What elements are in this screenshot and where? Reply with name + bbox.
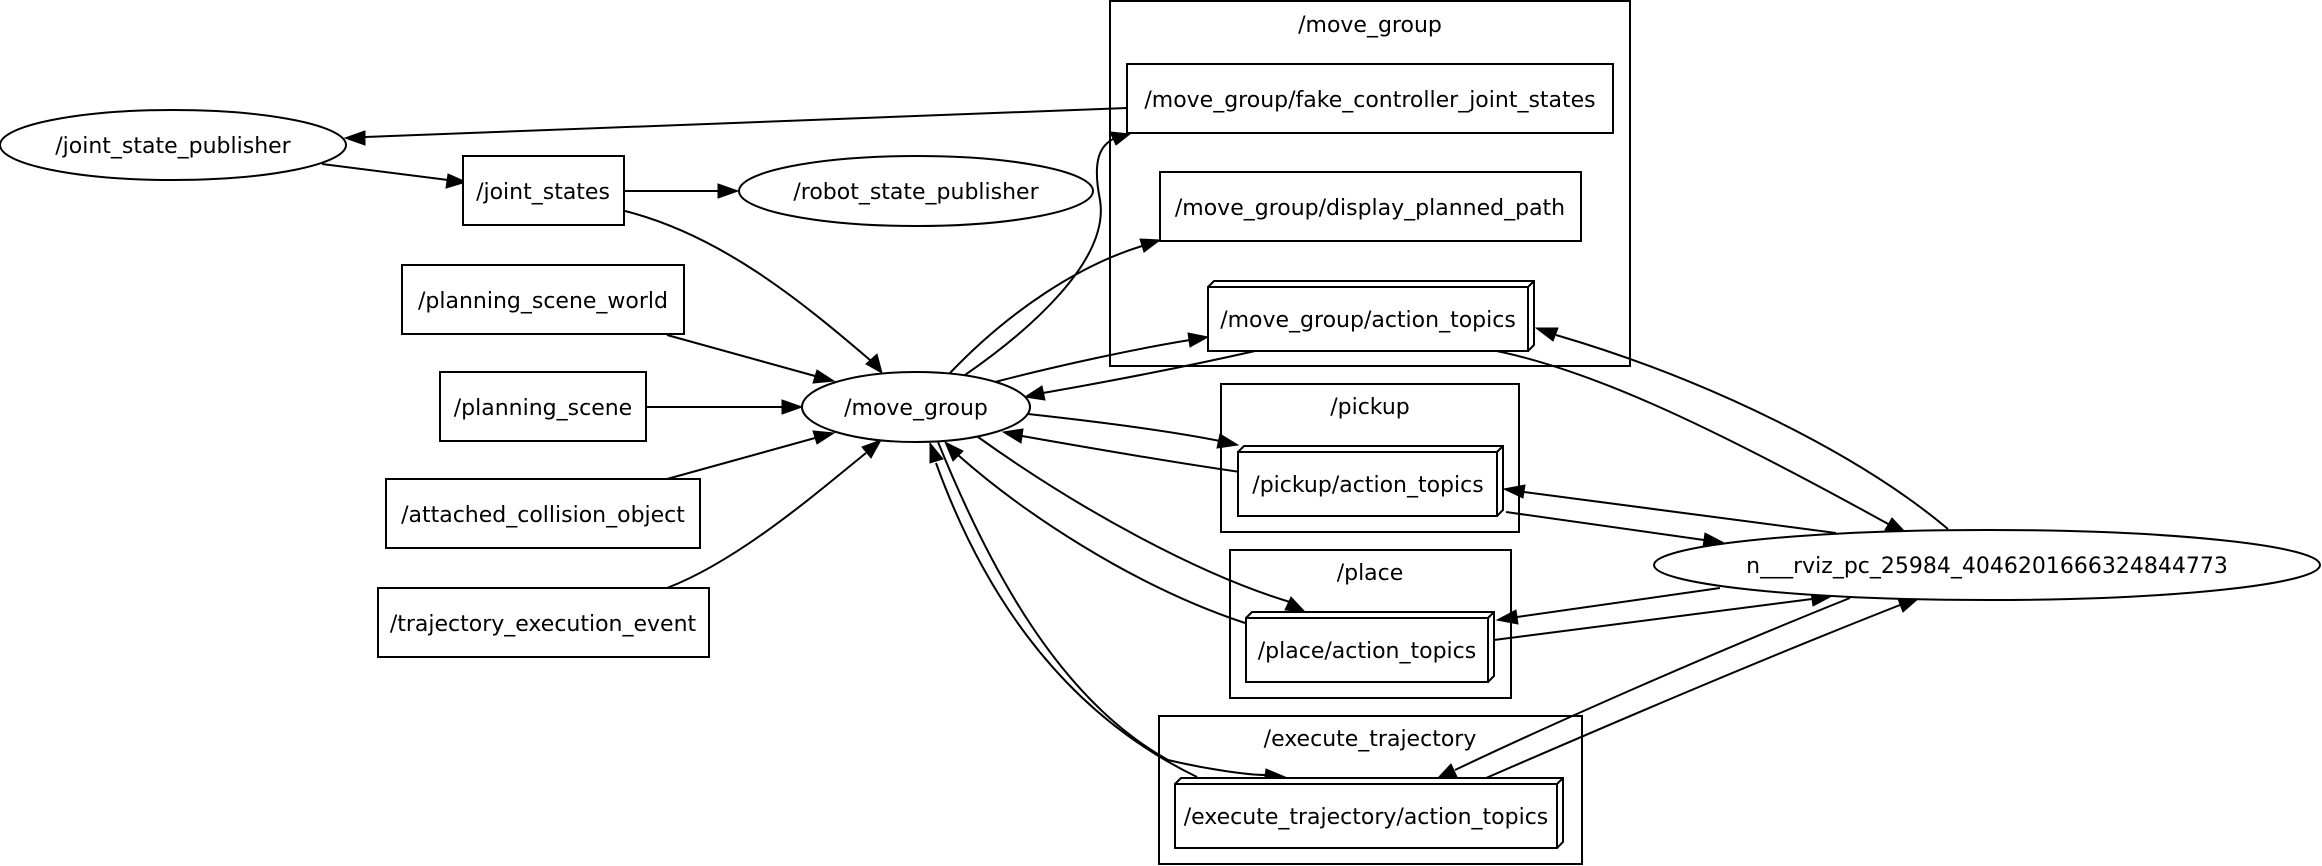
edge-joint-states-to-robot-state-publisher [625, 183, 740, 199]
edge-joint-state-publisher-to-joint-states [321, 163, 468, 189]
edge-move-group-to-pickup-action-topics [1027, 413, 1240, 449]
cluster-place: /place [1229, 549, 1512, 699]
edge-move-group-to-execute-trajectory-action-topics [937, 441, 1287, 784]
node-rviz-label: n___rviz_pc_25984_4046201666324844773 [1746, 554, 2228, 579]
edge-move-group-action-topics-to-move-group [1023, 350, 1256, 401]
edge-planning-scene-to-move-group [647, 399, 804, 415]
cluster-move-group: /move_group [1109, 0, 1631, 367]
edge-attached-collision-object-to-move-group [666, 430, 836, 480]
node-rviz[interactable]: n___rviz_pc_25984_4046201666324844773 [1653, 529, 2321, 601]
edge-execute-trajectory-action-topics-to-rviz [1485, 597, 1921, 779]
node-display-planned-path-label: /move_group/display_planned_path [1175, 196, 1565, 221]
node-joint-state-publisher[interactable]: /joint_state_publisher [0, 109, 347, 181]
cluster-execute-trajectory-label: /execute_trajectory [1264, 727, 1477, 752]
edge-pickup-action-topics-to-move-group [1001, 428, 1241, 473]
edge-execute-trajectory-action-topics-to-move-group [929, 441, 1198, 778]
node-move-group-action-topics-label: /move_group/action_topics [1220, 308, 1516, 333]
node-joint-state-publisher-label: /joint_state_publisher [55, 134, 291, 159]
node-pickup-action-topics-label: /pickup/action_topics [1252, 473, 1483, 498]
edge-pickup-action-topics-to-rviz [1505, 511, 1726, 548]
node-planning-scene-world-label: /planning_scene_world [418, 289, 668, 314]
cluster-move-group-label: /move_group [1298, 13, 1442, 38]
edge-trajectory-execution-event-to-move-group [666, 439, 883, 589]
edge-planning-scene-world-to-move-group [666, 334, 836, 384]
node-planning-scene[interactable]: /planning_scene [439, 371, 647, 442]
node-execute-trajectory-action-topics-label: /execute_trajectory/action_topics [1184, 805, 1549, 830]
edge-rviz-to-place-action-topics [1495, 587, 1721, 625]
node-planning-scene-world[interactable]: /planning_scene_world [401, 264, 685, 335]
node-move-group-action-topics[interactable]: /move_group/action_topics [1207, 280, 1535, 352]
node-fake-controller-joint-states[interactable]: /move_group/fake_controller_joint_states [1126, 63, 1614, 134]
node-move-group-label: /move_group [844, 396, 988, 421]
edge-joint-states-to-move-group [624, 210, 883, 375]
cluster-pickup-label: /pickup [1330, 395, 1410, 420]
edge-place-action-topics-to-rviz [1493, 591, 1834, 641]
node-planning-scene-label: /planning_scene [454, 396, 632, 421]
edge-move-group-to-move-group-action-topics [994, 332, 1210, 383]
node-execute-trajectory-action-topics[interactable]: /execute_trajectory/action_topics [1174, 777, 1564, 849]
node-joint-states-label: /joint_states [476, 180, 610, 205]
node-robot-state-publisher-label: /robot_state_publisher [793, 180, 1039, 205]
edge-rviz-to-execute-trajectory-action-topics [1435, 597, 1851, 780]
node-attached-collision-object-label: /attached_collision_object [401, 503, 685, 528]
cluster-place-label: /place [1337, 561, 1404, 586]
node-display-planned-path[interactable]: /move_group/display_planned_path [1159, 171, 1582, 242]
edges [321, 107, 1949, 784]
node-fake-controller-joint-states-label: /move_group/fake_controller_joint_states [1144, 88, 1595, 113]
edge-move-group-to-display-planned-path [949, 238, 1162, 374]
node-pickup-action-topics[interactable]: /pickup/action_topics [1237, 445, 1504, 517]
edge-move-group-to-fake-controller [964, 131, 1132, 376]
node-place-action-topics[interactable]: /place/action_topics [1245, 611, 1495, 683]
edge-rviz-to-move-group-action-topics [1534, 327, 1949, 530]
edge-fake-controller-to-joint-state-publisher [343, 107, 1128, 146]
node-joint-states[interactable]: /joint_states [462, 155, 625, 226]
edge-move-group-action-topics-to-rviz [1480, 347, 1908, 534]
node-place-action-topics-label: /place/action_topics [1258, 639, 1476, 664]
edge-rviz-to-pickup-action-topics [1502, 484, 1837, 534]
edge-place-action-topics-to-move-group [944, 440, 1246, 624]
node-robot-state-publisher[interactable]: /robot_state_publisher [738, 155, 1094, 227]
cluster-pickup: /pickup [1220, 383, 1520, 533]
cluster-execute-trajectory: /execute_trajectory [1158, 715, 1583, 865]
node-attached-collision-object[interactable]: /attached_collision_object [385, 478, 701, 549]
node-move-group[interactable]: /move_group [801, 371, 1031, 443]
node-trajectory-execution-event-label: /trajectory_execution_event [390, 612, 697, 637]
node-trajectory-execution-event[interactable]: /trajectory_execution_event [377, 587, 710, 658]
